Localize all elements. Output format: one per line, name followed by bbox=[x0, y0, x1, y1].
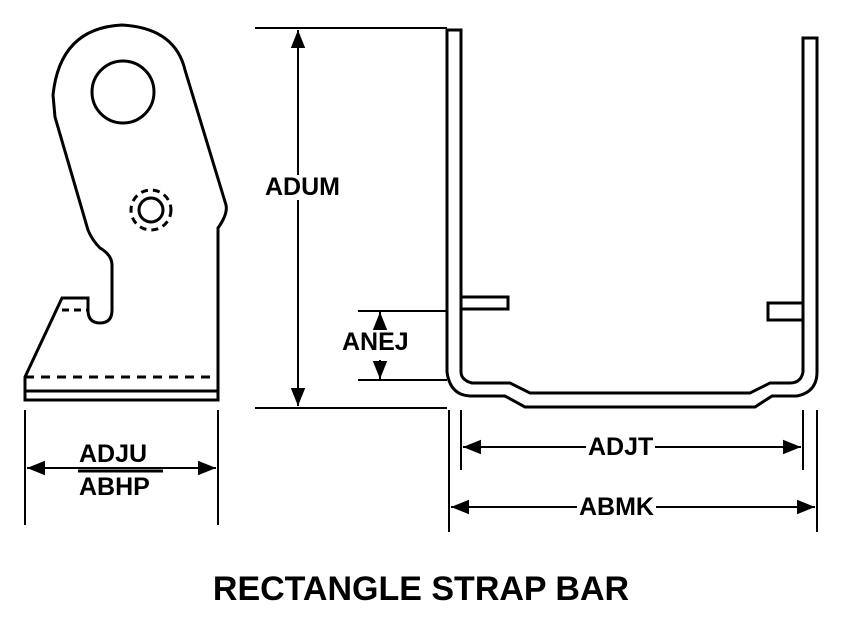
mounting-hole bbox=[90, 59, 156, 125]
dimension-label-adum: ADUM bbox=[263, 173, 342, 201]
side-view-bracket bbox=[23, 23, 228, 402]
u-strap bbox=[445, 28, 819, 409]
dimension-label-abmk: ABMK bbox=[577, 493, 656, 521]
dimension-label-anej: ANEJ bbox=[340, 328, 411, 356]
rivet-hole bbox=[137, 196, 165, 224]
diagram-title: RECTANGLE STRAP BAR bbox=[212, 570, 630, 608]
dimension-label-abhp: ABHP bbox=[79, 473, 150, 501]
dimension-label-adjt: ADJT bbox=[586, 433, 656, 461]
dimension-label-adju: ADJU bbox=[79, 440, 148, 468]
